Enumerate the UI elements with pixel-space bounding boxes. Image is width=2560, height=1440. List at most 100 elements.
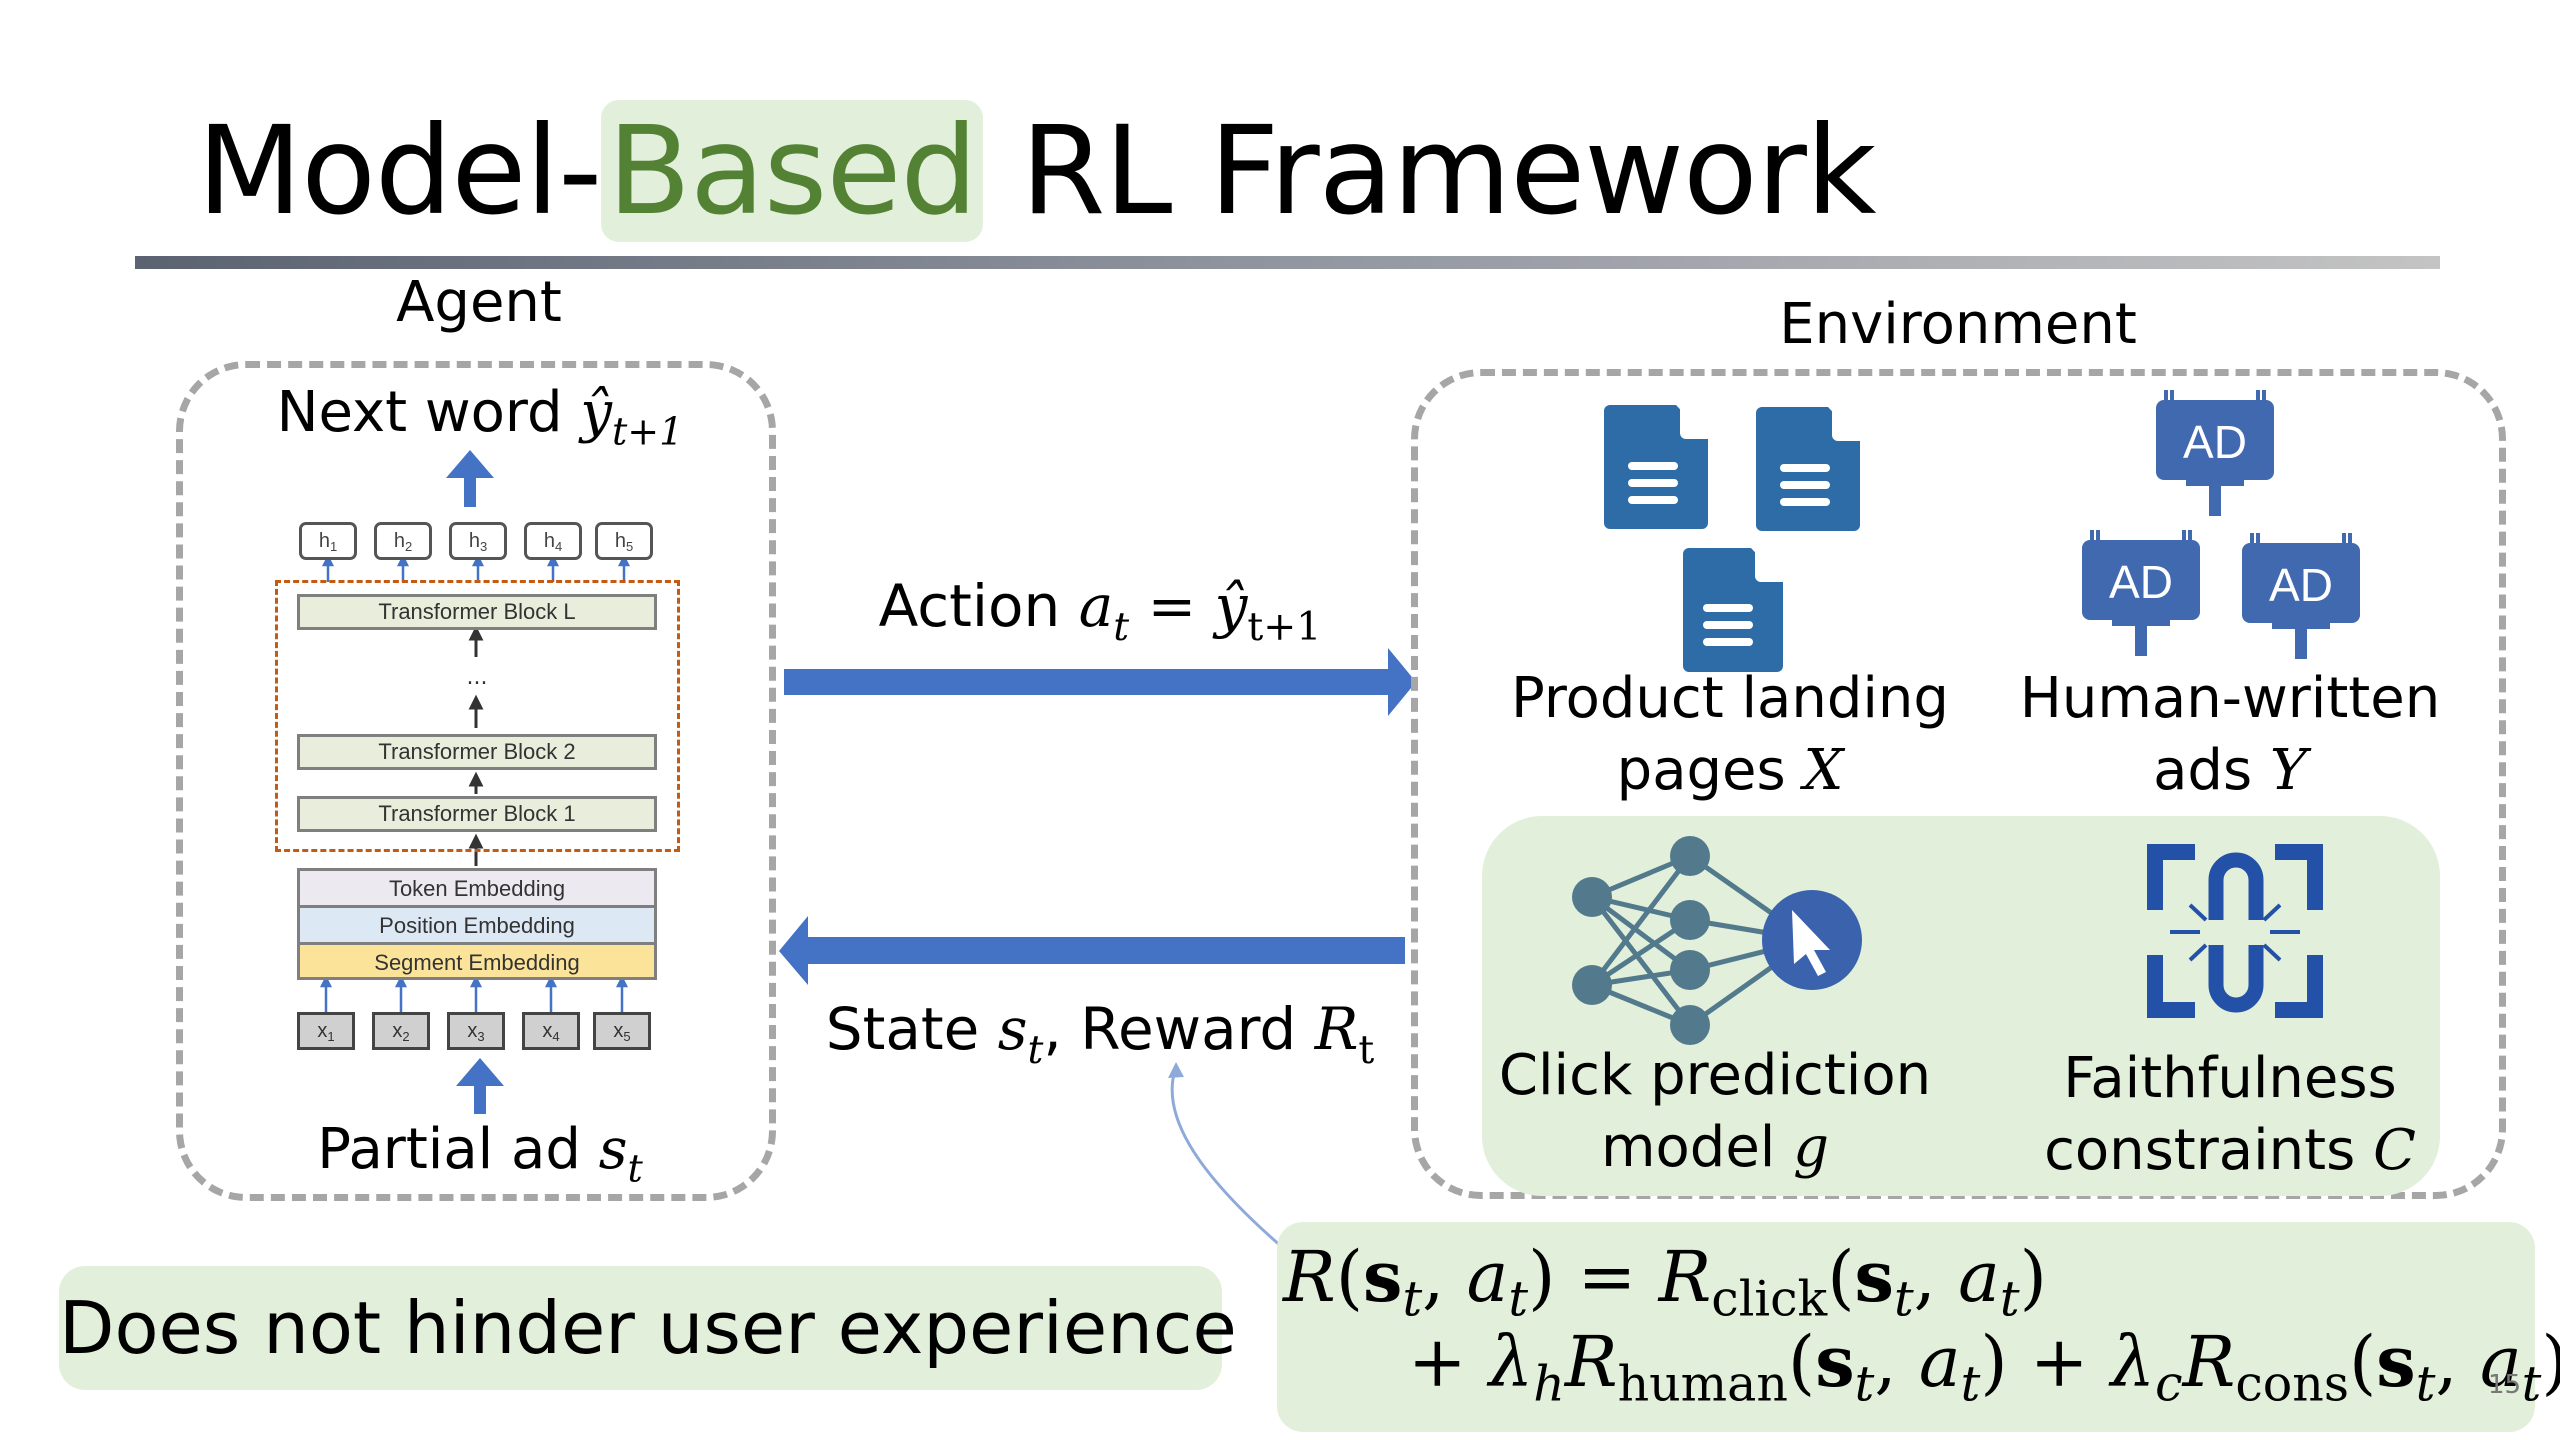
input-token-index: 1 (327, 1029, 335, 1044)
input-token-name: x (542, 1020, 553, 1042)
x-symbol: X (1803, 738, 1844, 803)
c-symbol: C (2373, 1118, 2416, 1183)
caption-text: constraints (2044, 1118, 2374, 1183)
input-token-name: x (467, 1020, 478, 1042)
title-divider (135, 256, 2440, 269)
action-label: Action at = ŷt+1 (800, 570, 1400, 663)
caption-line: pages X (1500, 735, 1960, 807)
caption-line: Faithfulness (2063, 1046, 2397, 1111)
reward-text: , Reward (1043, 995, 1315, 1063)
reward-symbol: R (1283, 1236, 1336, 1318)
reward-click-symbol: R (1658, 1236, 1712, 1318)
hidden-state-box: h5 (595, 522, 653, 560)
hidden-state-index: 3 (479, 539, 488, 554)
next-word-symbol: ŷt+1 (580, 380, 683, 453)
input-token-index: 3 (477, 1029, 485, 1044)
caption-line: ads Y (1990, 735, 2470, 807)
state-arrow (779, 916, 1405, 985)
y-hat: ŷ (580, 380, 612, 445)
hidden-state-name: h (614, 530, 626, 552)
action-text: Action (878, 572, 1079, 640)
action-symbol: at (1078, 572, 1129, 650)
input-token-box: x2 (372, 1012, 430, 1050)
state-reward-label: State st, Reward Rt (800, 993, 1400, 1086)
reward-formula-line-1: R(st, at) = Rclick(st, at) (1283, 1235, 2047, 1328)
slide-title: Model-Based RL Framework (197, 96, 1877, 246)
caption-line: Human-written (2019, 666, 2441, 731)
partial-ad-text: Partial ad (317, 1117, 599, 1182)
input-token-name: x (392, 1020, 403, 1042)
a-subscript: t (1113, 603, 1130, 650)
reward-formula-line-2: + λhRhuman(st, at) + λcRcons(st, at) (1408, 1320, 2560, 1413)
state-symbol: st (997, 995, 1044, 1073)
user-experience-callout: Does not hinder user experience (59, 1266, 1237, 1390)
y-hat: ŷ (1214, 572, 1248, 640)
y-symbol: Y (2269, 738, 2307, 803)
lambda-h: λ (1488, 1321, 1534, 1403)
click-subscript: click (1711, 1270, 1828, 1328)
s-subscript: t (1027, 1026, 1044, 1073)
hidden-state-box: h4 (524, 522, 582, 560)
a-symbol: a (1078, 572, 1114, 640)
transformer-block-l: Transformer Block L (297, 594, 657, 630)
input-token-name: x (317, 1020, 328, 1042)
agent-label: Agent (396, 270, 562, 335)
segment-embedding: Segment Embedding (297, 942, 657, 980)
h-subscript: h (1533, 1355, 1565, 1413)
caption-line: model g (1480, 1112, 1950, 1184)
caption-text: model (1600, 1115, 1794, 1180)
hidden-state-box: h2 (374, 522, 432, 560)
y-hat-symbol: ŷt+1 (1214, 572, 1322, 650)
title-prefix: Model- (197, 100, 602, 242)
partial-ad-symbol: st (598, 1117, 643, 1190)
s-symbol: s (997, 995, 1028, 1063)
next-word-label: Next word ŷt+1 (200, 378, 760, 466)
page-number: 15 (2488, 1370, 2522, 1400)
input-token-box: x1 (297, 1012, 355, 1050)
hidden-state-index: 4 (554, 539, 563, 554)
hidden-state-index: 2 (404, 539, 413, 554)
reward-symbol: Rt (1314, 995, 1375, 1073)
caption-text: pages (1616, 738, 1804, 803)
transformer-block-1: Transformer Block 1 (297, 796, 657, 832)
hidden-state-name: h (393, 530, 405, 552)
token-embedding: Token Embedding (297, 868, 657, 905)
y-hat-subscript: t+1 (1247, 603, 1322, 650)
caption-line: constraints C (1990, 1115, 2470, 1187)
hidden-state-index: 5 (625, 539, 634, 554)
caption-line: Click prediction (1498, 1043, 1932, 1108)
equals-sign: = (1129, 572, 1215, 640)
title-highlight: Based (601, 100, 983, 242)
g-symbol: g (1793, 1115, 1830, 1180)
input-token-box: x4 (522, 1012, 580, 1050)
input-token-box: x3 (447, 1012, 505, 1050)
environment-label: Environment (1779, 292, 2137, 357)
input-token-name: x (613, 1020, 624, 1042)
hidden-state-name: h (468, 530, 480, 552)
s-subscript: t (627, 1146, 643, 1191)
human-subscript: human (1617, 1355, 1788, 1413)
reward-formula-box (1277, 1222, 2535, 1432)
input-token-index: 4 (552, 1029, 560, 1044)
hidden-state-name: h (318, 530, 330, 552)
r-subscript: t (1358, 1026, 1375, 1073)
input-token-index: 5 (623, 1029, 631, 1044)
s-symbol: s (598, 1117, 628, 1182)
position-embedding: Position Embedding (297, 905, 657, 942)
lambda-c: λ (2110, 1321, 2156, 1403)
input-token-box: x5 (593, 1012, 651, 1050)
next-word-text: Next word (276, 380, 581, 445)
caption-line: Product landing (1511, 666, 1949, 731)
state-text: State (825, 995, 998, 1063)
r-symbol: R (1314, 995, 1359, 1063)
transformer-block-2: Transformer Block 2 (297, 734, 657, 770)
input-token-index: 2 (402, 1029, 410, 1044)
hidden-state-box: h3 (449, 522, 507, 560)
cons-subscript: cons (2235, 1355, 2349, 1413)
hidden-state-name: h (543, 530, 555, 552)
caption-text: ads (2153, 738, 2270, 803)
hidden-state-index: 1 (329, 539, 338, 554)
